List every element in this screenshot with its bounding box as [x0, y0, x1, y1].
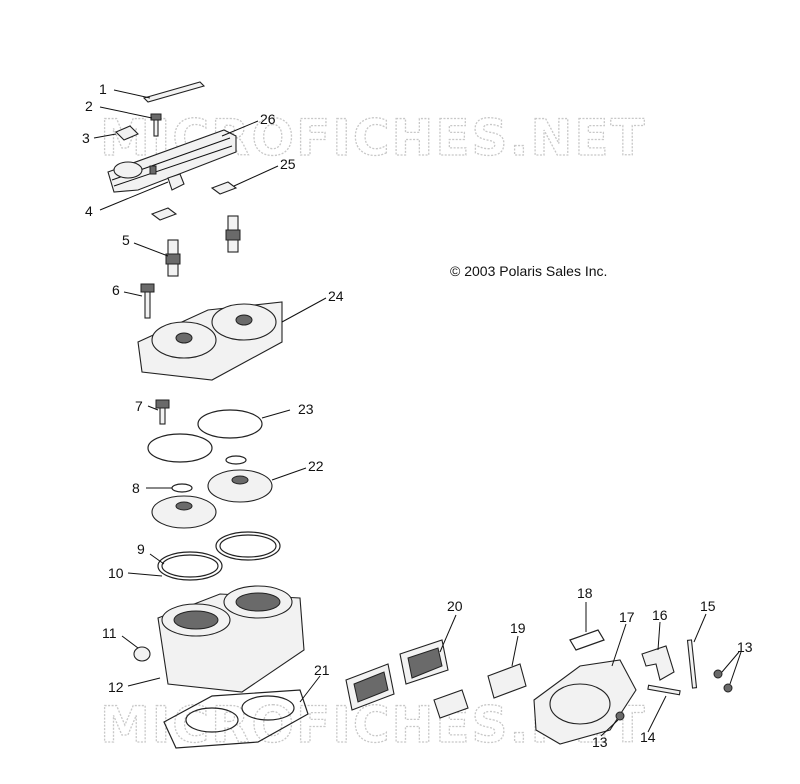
- callout-21: 21: [314, 662, 330, 678]
- callout-20: 20: [447, 598, 463, 614]
- part-20-reed-valve-a: [345, 663, 395, 711]
- part-1-strip: [142, 81, 206, 103]
- part-10-gasket-b: [219, 534, 277, 558]
- part-2-screw: [150, 113, 162, 137]
- part-8-oring-b: [225, 455, 247, 465]
- callout-22: 22: [308, 458, 324, 474]
- part-25-flange-b: [150, 207, 178, 221]
- part-3-decal: [115, 125, 139, 141]
- part-20-spacer-a: [433, 689, 469, 719]
- part-26-manifold: [107, 129, 237, 193]
- callout-7: 7: [135, 398, 143, 414]
- part-22-head-b: [207, 469, 273, 503]
- part-14-bolt: [647, 684, 681, 696]
- callout-13b: 13: [592, 734, 608, 750]
- callout-13a: 13: [737, 639, 753, 655]
- callout-5: 5: [122, 232, 130, 248]
- part-21-base-gasket: [163, 689, 309, 749]
- callout-24: 24: [328, 288, 344, 304]
- part-8-oring-a: [171, 483, 193, 493]
- callout-23: 23: [298, 401, 314, 417]
- part-5-spark-plug-b: [225, 215, 241, 253]
- part-9-gasket-a: [157, 551, 223, 581]
- part-18-gasket: [569, 629, 605, 651]
- part-6-bolt: [140, 283, 155, 319]
- part-13-nut-c: [615, 711, 625, 721]
- callout-2: 2: [85, 98, 93, 114]
- callout-18: 18: [577, 585, 593, 601]
- callout-16: 16: [652, 607, 668, 623]
- callout-8: 8: [132, 480, 140, 496]
- callout-25: 25: [280, 156, 296, 172]
- copyright-notice: © 2003 Polaris Sales Inc.: [450, 263, 607, 279]
- part-11-plug: [133, 646, 151, 662]
- callout-14: 14: [640, 729, 656, 745]
- part-15-stud: [686, 639, 698, 689]
- part-9-gasket-b: [215, 531, 281, 561]
- part-13-nut-a: [713, 669, 723, 679]
- leader-lines: [93, 89, 742, 737]
- part-13-nut-b: [723, 683, 733, 693]
- part-16-bracket: [641, 645, 675, 681]
- callout-9: 9: [137, 541, 145, 557]
- callout-15: 15: [700, 598, 716, 614]
- part-10-gasket-a: [161, 554, 219, 578]
- callout-17: 17: [619, 609, 635, 625]
- callout-6: 6: [112, 282, 120, 298]
- callout-3: 3: [82, 130, 90, 146]
- callout-11: 11: [102, 625, 117, 641]
- part-5-spark-plug-a: [165, 239, 181, 277]
- callout-1: 1: [99, 81, 107, 97]
- part-22-head-a: [151, 495, 217, 529]
- part-19-spacer: [487, 663, 527, 699]
- part-17-intake-cover: [533, 659, 637, 745]
- callout-10: 10: [108, 565, 124, 581]
- part-20-reed-valve-b: [399, 639, 449, 685]
- part-7-bolt: [155, 399, 170, 425]
- part-25-flange-a: [210, 181, 238, 195]
- part-12-cylinder: [157, 585, 305, 693]
- part-23-seal-b: [197, 409, 263, 439]
- part-4-cap: [167, 173, 185, 191]
- callout-26: 26: [260, 111, 276, 127]
- part-24-head-cover: [137, 301, 283, 381]
- callout-19: 19: [510, 620, 526, 636]
- callout-12: 12: [108, 679, 124, 695]
- callout-4: 4: [85, 203, 93, 219]
- callout-labels: 1 2 3 4 5 6 7 8 9 10 11 12 13 13 14 15 1…: [82, 81, 753, 750]
- part-23-seal-a: [147, 433, 213, 463]
